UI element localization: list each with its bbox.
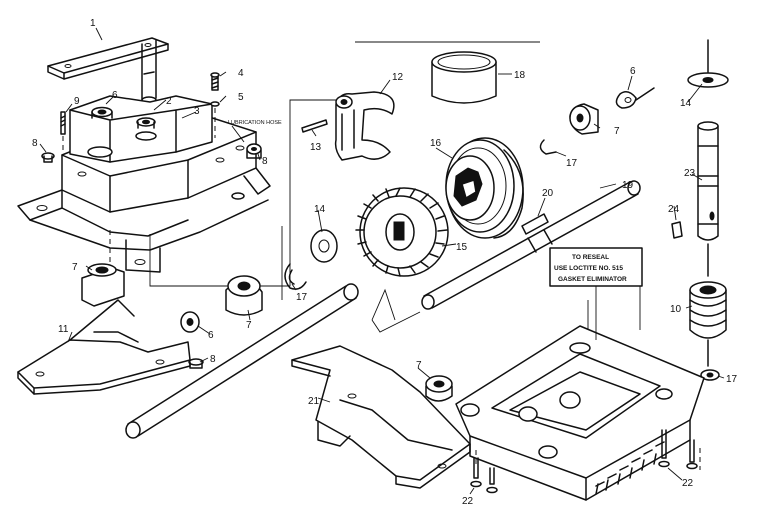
label-part-8-left: 8 (32, 138, 38, 149)
label-part-7-lower: 7 (416, 360, 422, 371)
reseal-note: TO RESEAL USE LOCTITE NO. 515 GASKET ELI… (549, 247, 643, 340)
reseal-line-1: TO RESEAL (572, 254, 609, 261)
assembly-guide-lines (149, 41, 701, 470)
part-shaft-19 (421, 180, 641, 310)
label-part-24: 24 (668, 204, 680, 215)
label-part-7-left: 7 (72, 262, 78, 273)
label-part-22-left: 22 (462, 496, 474, 507)
label-part-9: 9 (74, 96, 80, 107)
label-part-22-right: 22 (682, 478, 694, 489)
part-lower-left-plate-11 (17, 230, 204, 395)
part-long-shaft (125, 283, 359, 439)
lubrication-hose-text: LUBRICATION HOSE (228, 120, 282, 126)
label-part-10: 10 (670, 304, 682, 315)
label-part-3: 3 (194, 106, 200, 117)
label-part-6-lower: 6 (208, 330, 214, 341)
label-part-2: 2 (166, 96, 172, 107)
part-lower-housing (455, 325, 705, 501)
part-center-hardware (180, 87, 655, 333)
part-gear-15 (355, 187, 449, 277)
label-part-13: 13 (310, 142, 322, 153)
label-part-6-right: 6 (630, 66, 636, 77)
part-bracket-21 (291, 345, 471, 489)
reseal-line-2: USE LOCTITE NO. 515 (554, 265, 623, 272)
label-part-4: 4 (238, 68, 244, 79)
label-part-8-lower: 8 (210, 354, 216, 365)
label-part-16: 16 (430, 138, 442, 149)
label-part-7-center: 7 (246, 320, 252, 331)
label-leaders (39, 27, 725, 495)
part-hardware-upper-left (41, 72, 262, 163)
part-bushing-18 (431, 51, 497, 104)
label-part-5: 5 (238, 92, 244, 103)
label-part-12: 12 (392, 72, 404, 83)
part-bracket-1 (47, 37, 169, 104)
label-part-15: 15 (456, 242, 468, 253)
label-part-18: 18 (514, 70, 526, 81)
part-pulley-16 (445, 137, 524, 239)
part-number-labels: 1 2 3 4 5 6 6 6 7 7 7 7 8 8 8 9 10 11 12… (32, 18, 738, 507)
part-right-worm-assembly (687, 39, 729, 381)
label-part-6-upper: 6 (112, 90, 118, 101)
part-key-20 (521, 213, 549, 235)
label-part-21: 21 (308, 396, 320, 407)
part-lower-hardware (425, 375, 698, 494)
lubrication-hose-note: LUBRICATION HOSE (228, 120, 282, 143)
label-part-14-right: 14 (680, 98, 692, 109)
part-key-24 (671, 221, 683, 239)
reseal-line-3: GASKET ELIMINATOR (558, 276, 627, 283)
label-part-17-center: 17 (296, 292, 308, 303)
label-part-23: 23 (684, 168, 696, 179)
label-part-7-right: 7 (614, 126, 620, 137)
label-part-20: 20 (542, 188, 554, 199)
label-part-11: 11 (58, 324, 69, 335)
label-part-8-upper: 8 (262, 156, 268, 167)
label-part-19: 19 (622, 180, 634, 191)
label-part-17-right: 17 (566, 158, 578, 169)
part-bracket-12 (301, 91, 395, 161)
label-part-14-center: 14 (314, 204, 326, 215)
label-part-17-lower: 17 (726, 374, 738, 385)
label-part-1: 1 (90, 18, 96, 29)
